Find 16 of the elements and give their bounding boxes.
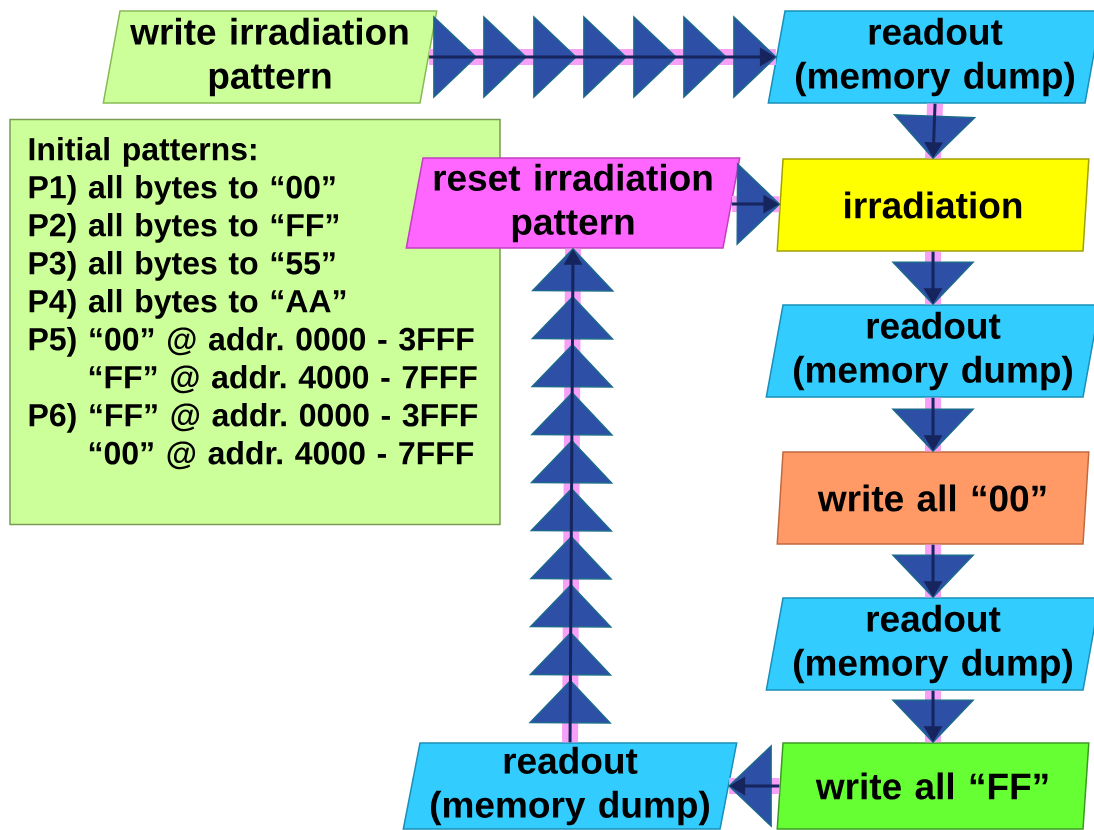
list-item: P6) “FF” @ addr. 0000 - 3FFF “00” @ addr. 4000 - 7FFF xyxy=(29,403,478,470)
process-box: readout (memory dump) xyxy=(765,304,1094,398)
list-item: P3) all bytes to “55” xyxy=(29,251,335,281)
process-box: write irradiation pattern xyxy=(102,10,438,104)
list-item: P5) “00” @ addr. 0000 - 3FFF “FF” @ addr. 4000 - 7FFF xyxy=(29,327,477,394)
process-box: write all “00” xyxy=(776,451,1090,545)
heading: Initial patterns: xyxy=(29,137,256,167)
process-box: irradiation xyxy=(776,158,1090,252)
process-box: readout (memory dump) xyxy=(402,742,738,830)
process-box: write all “FF” xyxy=(776,742,1090,830)
list-item: P4) all bytes to “AA” xyxy=(29,289,346,319)
process-box: readout (memory dump) xyxy=(767,10,1094,104)
process-box: readout (memory dump) xyxy=(765,597,1094,691)
list-item: P2) all bytes to “FF” xyxy=(29,213,339,243)
process-box: reset irradiation pattern xyxy=(405,157,741,249)
list-item: P1) all bytes to “00” xyxy=(29,175,335,205)
